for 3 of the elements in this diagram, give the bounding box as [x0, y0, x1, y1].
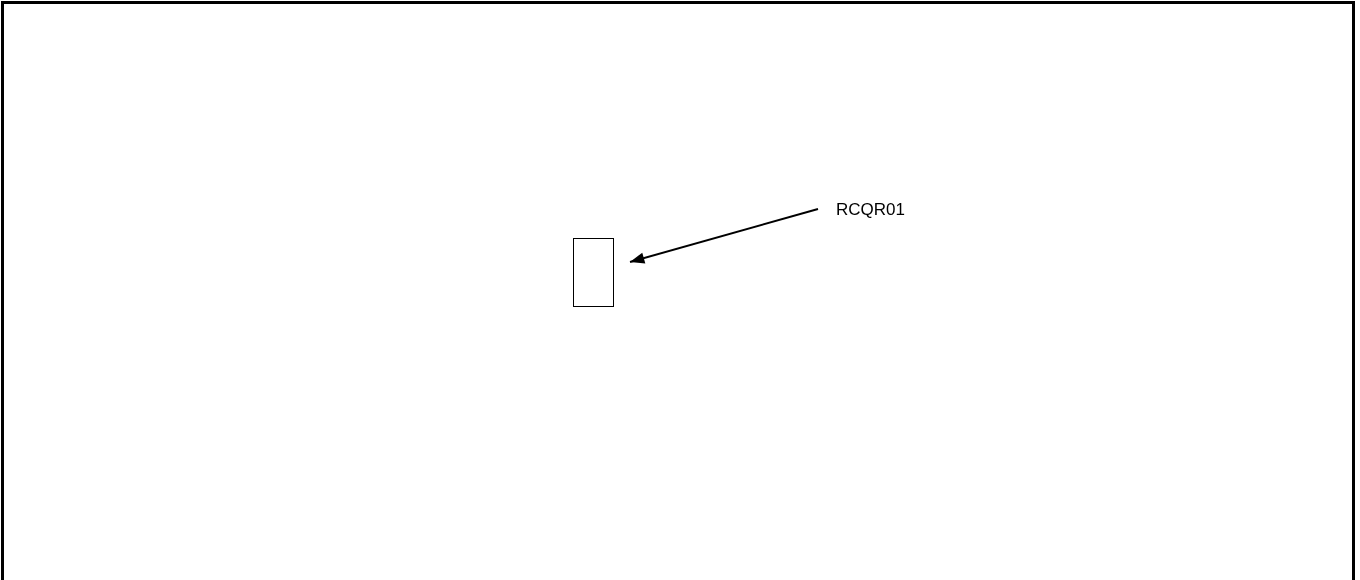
leader-arrow — [629, 208, 819, 264]
part-label: RCQR01 — [836, 200, 905, 220]
component-box — [573, 238, 614, 307]
